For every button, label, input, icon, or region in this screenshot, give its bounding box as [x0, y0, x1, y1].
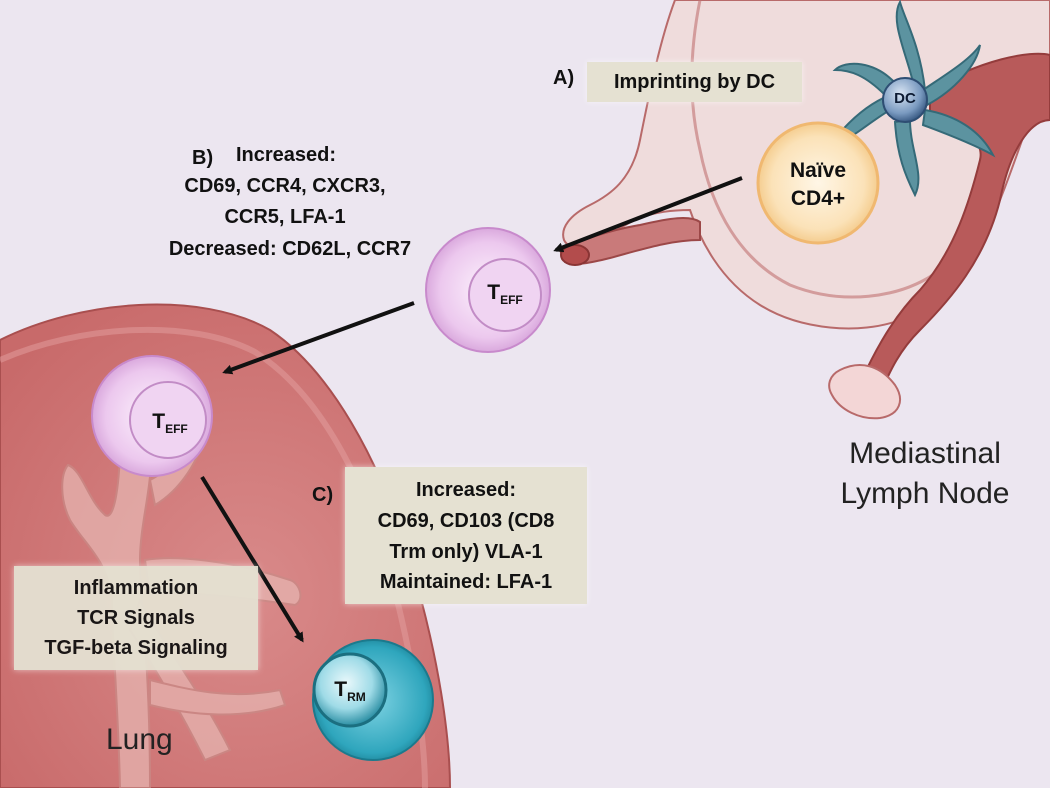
imprinting-label: Imprinting by DC: [613, 71, 776, 93]
c-line-4: Maintained: LFA-1: [379, 571, 553, 593]
dc-label: DC: [894, 90, 916, 107]
trm-cell: [312, 639, 434, 761]
teff-lung-sub: EFF: [165, 422, 188, 436]
signals-line-1: Inflammation: [73, 577, 199, 599]
lymphatic-vessels: [558, 52, 1050, 420]
b-line-1: Increased:: [236, 144, 337, 166]
teff-lung-label: TEFF: [140, 410, 200, 436]
label-a-letter: A): [553, 67, 575, 89]
lymph-node-caption-2: Lymph Node: [840, 477, 1010, 510]
teff-main: T: [487, 281, 501, 304]
teff-circulating-label: TEFF: [475, 281, 535, 307]
lung-caption: Lung: [106, 723, 173, 756]
naive-label-1: Naïve: [789, 159, 847, 182]
b-line-2: CD69, CCR4, CXCR3,: [184, 175, 386, 197]
trm-label: TRM: [322, 678, 378, 704]
teff-cell-circulating: [425, 227, 551, 353]
migration-arrows: [200, 176, 743, 643]
imprinting-box: Imprinting by DC: [587, 62, 802, 102]
signals-box: Inflammation TCR Signals TGF-beta Signal…: [14, 566, 258, 670]
arrow-ln-to-blood: [553, 176, 743, 253]
signals-line-2: TCR Signals: [77, 607, 195, 629]
b-line-3: CCR5, LFA-1: [224, 206, 346, 228]
naive-cd4-cell: [756, 121, 880, 245]
label-c-letter: C): [312, 484, 334, 506]
naive-label-2: CD4+: [790, 187, 846, 210]
dendritic-cell: [827, 0, 996, 198]
signals-line-3: TGF-beta Signaling: [44, 637, 228, 659]
trm-markers-box: Increased: CD69, CD103 (CD8 Trm only) VL…: [345, 467, 587, 604]
c-line-3: Trm only) VLA-1: [389, 541, 543, 563]
b-line-4: Decreased: CD62L, CCR7: [168, 238, 412, 260]
arrow-lung-to-trm: [200, 475, 304, 643]
c-line-2: CD69, CD103 (CD8: [377, 510, 555, 532]
trm-main: T: [334, 678, 348, 701]
c-line-1: Increased:: [415, 479, 517, 501]
teff-cell-lung: [91, 355, 213, 477]
arrow-blood-to-lung: [222, 301, 415, 375]
lymph-node-caption-1: Mediastinal: [849, 437, 1001, 470]
label-b-letter: B): [192, 147, 214, 169]
teff-lung-main: T: [152, 410, 166, 433]
teff-sub: EFF: [500, 293, 523, 307]
trm-sub: RM: [347, 690, 366, 704]
